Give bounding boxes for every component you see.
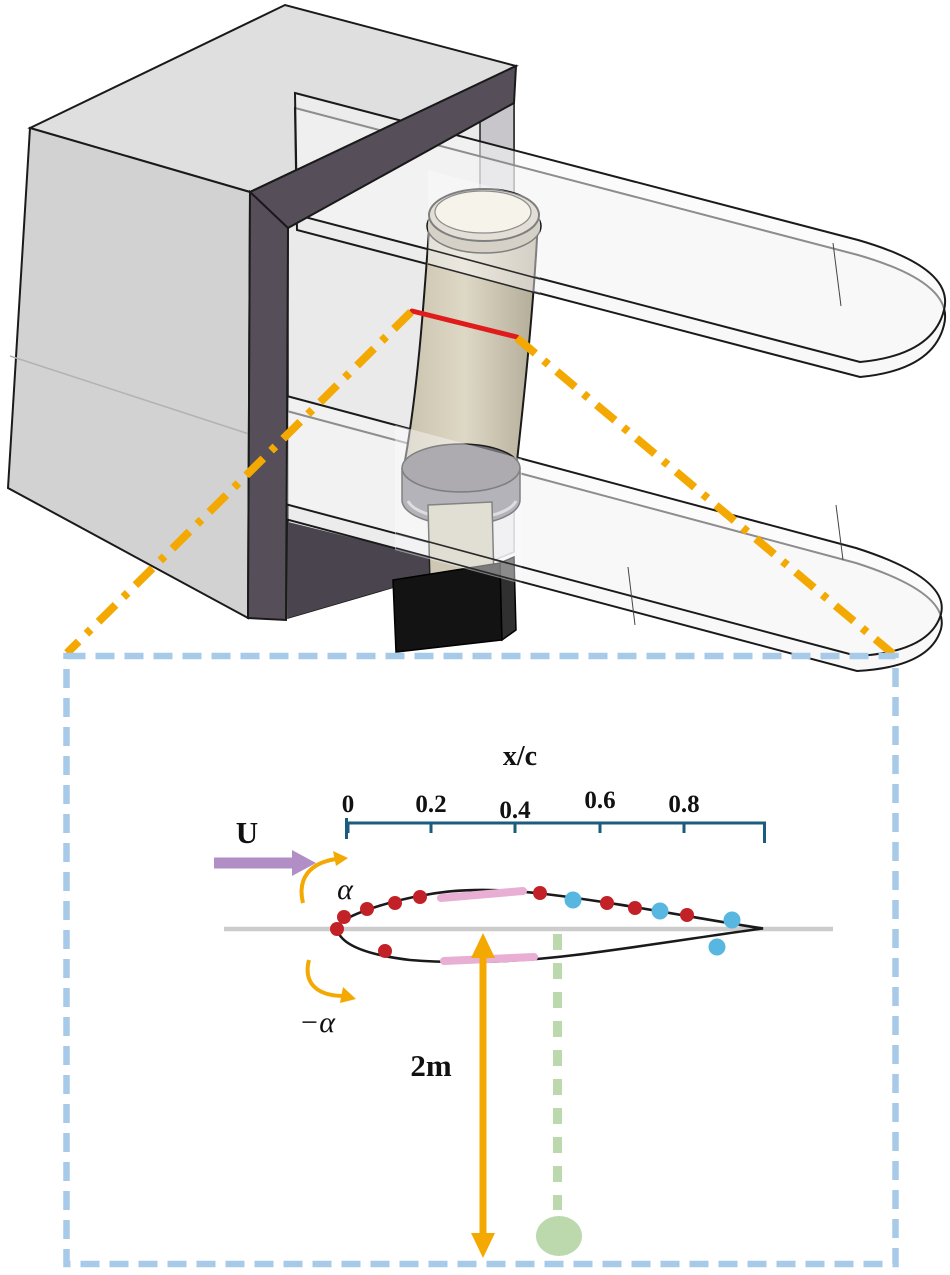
span-arrow: 2m [410, 933, 495, 1258]
airfoil-cylinder [392, 188, 542, 653]
neg-alpha-arc-head [340, 987, 356, 1003]
alpha-arrow-up: α [299, 851, 354, 906]
callout-line-right [514, 334, 896, 658]
xc-axis: x/c 0 0.2 0.4 0.6 0.8 [342, 741, 766, 843]
detail-box: x/c 0 0.2 0.4 0.6 0.8 U α −α [63, 652, 899, 1268]
pressure-tap-blue [564, 891, 582, 909]
plate-bottom-seam [835, 504, 844, 561]
pressure-tap-red [600, 896, 614, 910]
pressure-tap-blue [723, 911, 741, 929]
trip-strip-lower [440, 953, 538, 965]
wake-probe-marker [536, 1216, 582, 1256]
axis-tick-label-0: 0 [342, 791, 355, 818]
plate-top [293, 91, 947, 379]
bottom-plate-underedge-over-cylinder [395, 547, 523, 583]
pressure-tap-red [378, 944, 392, 958]
flow-arrow: U [214, 815, 316, 876]
span-label: 2m [410, 1048, 452, 1083]
flow-label: U [236, 815, 258, 850]
cylinder-top-face [434, 190, 532, 234]
bottom-plate-front-edge-over-cylinder [395, 532, 523, 568]
pressure-tap-red [628, 901, 642, 915]
pressure-tap-red [533, 886, 547, 900]
axis-ticks: 0 0.2 0.4 0.6 0.8 [342, 787, 700, 833]
axis-tick-label-0.2: 0.2 [415, 791, 446, 818]
plate-top-seam [832, 242, 842, 307]
alpha-arc-head [333, 851, 348, 866]
tunnel-frame-left-post [246, 189, 290, 622]
detail-box-border [63, 652, 899, 1268]
pressure-tap-red [413, 890, 427, 904]
callout-line-left [64, 309, 414, 656]
axis-tick-label-0.4: 0.4 [499, 797, 531, 824]
top-plate-wash [428, 170, 540, 294]
plate-bottom [266, 389, 943, 673]
wind-tunnel-model [6, 3, 947, 673]
measurement-plane-line [409, 308, 520, 340]
span-arrow-head-top [471, 933, 495, 958]
alpha-arrow-down: −α [299, 959, 356, 1039]
axis-tick-label-0.8: 0.8 [668, 791, 699, 818]
alpha-arc [299, 857, 337, 904]
neg-alpha-arc [305, 959, 345, 998]
sensor-dots [330, 886, 741, 958]
tunnel-box-left-face [6, 126, 252, 620]
axis-tick-label-0.6: 0.6 [584, 787, 615, 814]
tunnel-box-face-seam [9, 355, 250, 435]
plate-bottom-surface [266, 389, 943, 658]
pressure-tap-red [360, 902, 374, 916]
bottom-plate-wash [395, 425, 522, 584]
alpha-label: α [337, 873, 354, 906]
plate-bottom-front-seam [627, 566, 636, 626]
pressure-tap-red [680, 908, 694, 922]
pressure-tap-red [337, 910, 351, 924]
pressure-tap-red [388, 896, 402, 910]
span-arrow-head-bottom [471, 1233, 495, 1258]
pressure-tap-blue [651, 902, 669, 920]
flow-arrow-head [292, 850, 316, 876]
pressure-tap-red [330, 922, 344, 936]
plate-overlays [395, 170, 541, 584]
top-plate-underedge-over-cylinder [427, 263, 541, 295]
trip-strip-upper [437, 887, 527, 902]
axis-title: x/c [503, 741, 537, 772]
neg-alpha-label: −α [299, 1006, 336, 1039]
pressure-tap-blue [708, 938, 726, 956]
plate-top-surface [293, 91, 947, 364]
top-plate-front-edge-over-cylinder [427, 248, 541, 280]
